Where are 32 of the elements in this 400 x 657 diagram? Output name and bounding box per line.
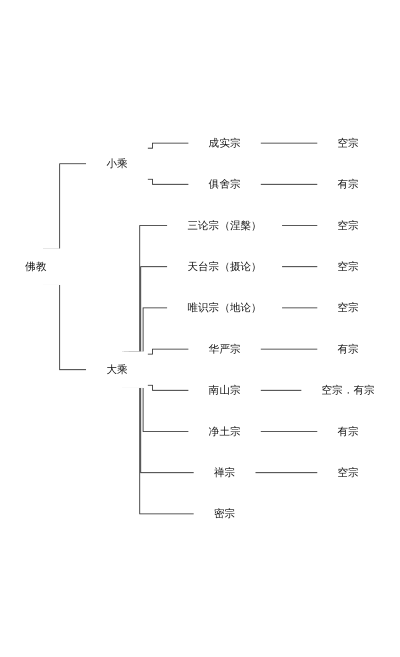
connector	[260, 348, 318, 350]
node-text: 南山宗	[208, 384, 241, 396]
connector	[281, 266, 318, 268]
connector	[254, 472, 318, 474]
node-text: 空宗	[338, 466, 359, 479]
node-text: 天台宗（摄论）	[187, 260, 262, 273]
node-text: 成实宗	[208, 136, 241, 150]
connector	[147, 384, 190, 391]
node-text: 三论宗（涅槃）	[187, 218, 262, 232]
node-text: 华严宗	[208, 342, 241, 356]
connector	[260, 142, 318, 144]
node-text: 空宗	[338, 136, 359, 150]
connector	[260, 184, 318, 185]
node-text: 有宗	[338, 342, 359, 356]
node-text: 净土宗	[208, 424, 241, 438]
node-text: 有宗	[338, 424, 359, 438]
node-text: 有宗	[338, 178, 359, 190]
connector	[147, 142, 190, 149]
node-text: 禅宗	[214, 466, 236, 479]
connector	[147, 348, 190, 355]
connector	[260, 431, 318, 432]
node-text: 俱舍宗	[208, 178, 241, 190]
node-text: 密宗	[214, 507, 236, 520]
connector	[260, 390, 302, 391]
node-text: 空宗．有宗	[322, 384, 375, 396]
node-text: 空宗	[338, 260, 359, 273]
node-text: 小乘	[106, 157, 128, 170]
node-text: 空宗	[338, 218, 359, 232]
node-text: 唯识宗（地论）	[187, 301, 262, 314]
node-text: 空宗	[338, 301, 359, 314]
connector	[281, 225, 318, 226]
connector	[147, 178, 190, 185]
